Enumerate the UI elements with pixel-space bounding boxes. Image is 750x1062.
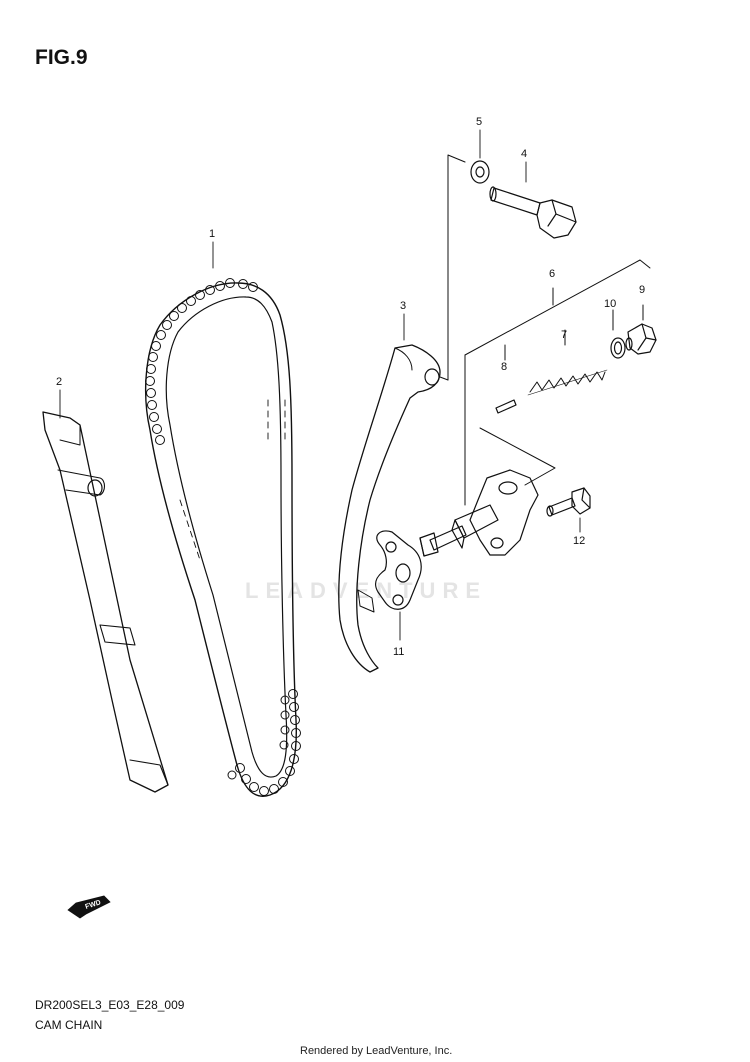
callout-12: 12	[573, 535, 586, 547]
callout-11: 11	[393, 646, 405, 658]
tensioner-body[interactable]	[419, 469, 539, 557]
callout-4: 4	[521, 148, 528, 160]
o-ring-part-10[interactable]	[610, 337, 626, 359]
diagram-code: DR200SEL3_E03_E28_009	[35, 998, 185, 1012]
tensioner-bolt-part-12[interactable]	[546, 487, 591, 517]
callout-6: 6	[549, 268, 556, 280]
cam-chain-part-1[interactable]	[144, 278, 301, 797]
callout-1: 1	[209, 228, 216, 240]
render-credit: Rendered by LeadVenture, Inc.	[300, 1045, 453, 1057]
cap-bolt-part-9[interactable]	[625, 323, 657, 355]
bolt-part-4[interactable]	[489, 186, 577, 239]
forward-arrow-icon: FWD	[67, 895, 111, 919]
figure-title: FIG.9	[35, 46, 88, 69]
callout-3: 3	[400, 300, 407, 312]
pin-part-8[interactable]	[495, 399, 517, 414]
spring-part-7[interactable]	[527, 369, 608, 396]
diagram-name: CAM CHAIN	[35, 1018, 103, 1032]
callout-9: 9	[639, 284, 646, 296]
fwd-label: FWD	[84, 899, 101, 911]
watermark-text: LEADVENTURE	[245, 578, 488, 603]
chain-guide-part-2[interactable]	[42, 411, 169, 793]
tensioner-blade-part-3[interactable]	[338, 344, 441, 673]
callout-10: 10	[604, 298, 617, 310]
callout-8: 8	[501, 361, 508, 373]
gasket-part-11[interactable]	[374, 530, 422, 610]
washer-part-5[interactable]	[470, 160, 490, 184]
callout-5: 5	[476, 116, 483, 128]
callout-7: 7	[561, 329, 568, 341]
callout-2: 2	[56, 376, 63, 388]
